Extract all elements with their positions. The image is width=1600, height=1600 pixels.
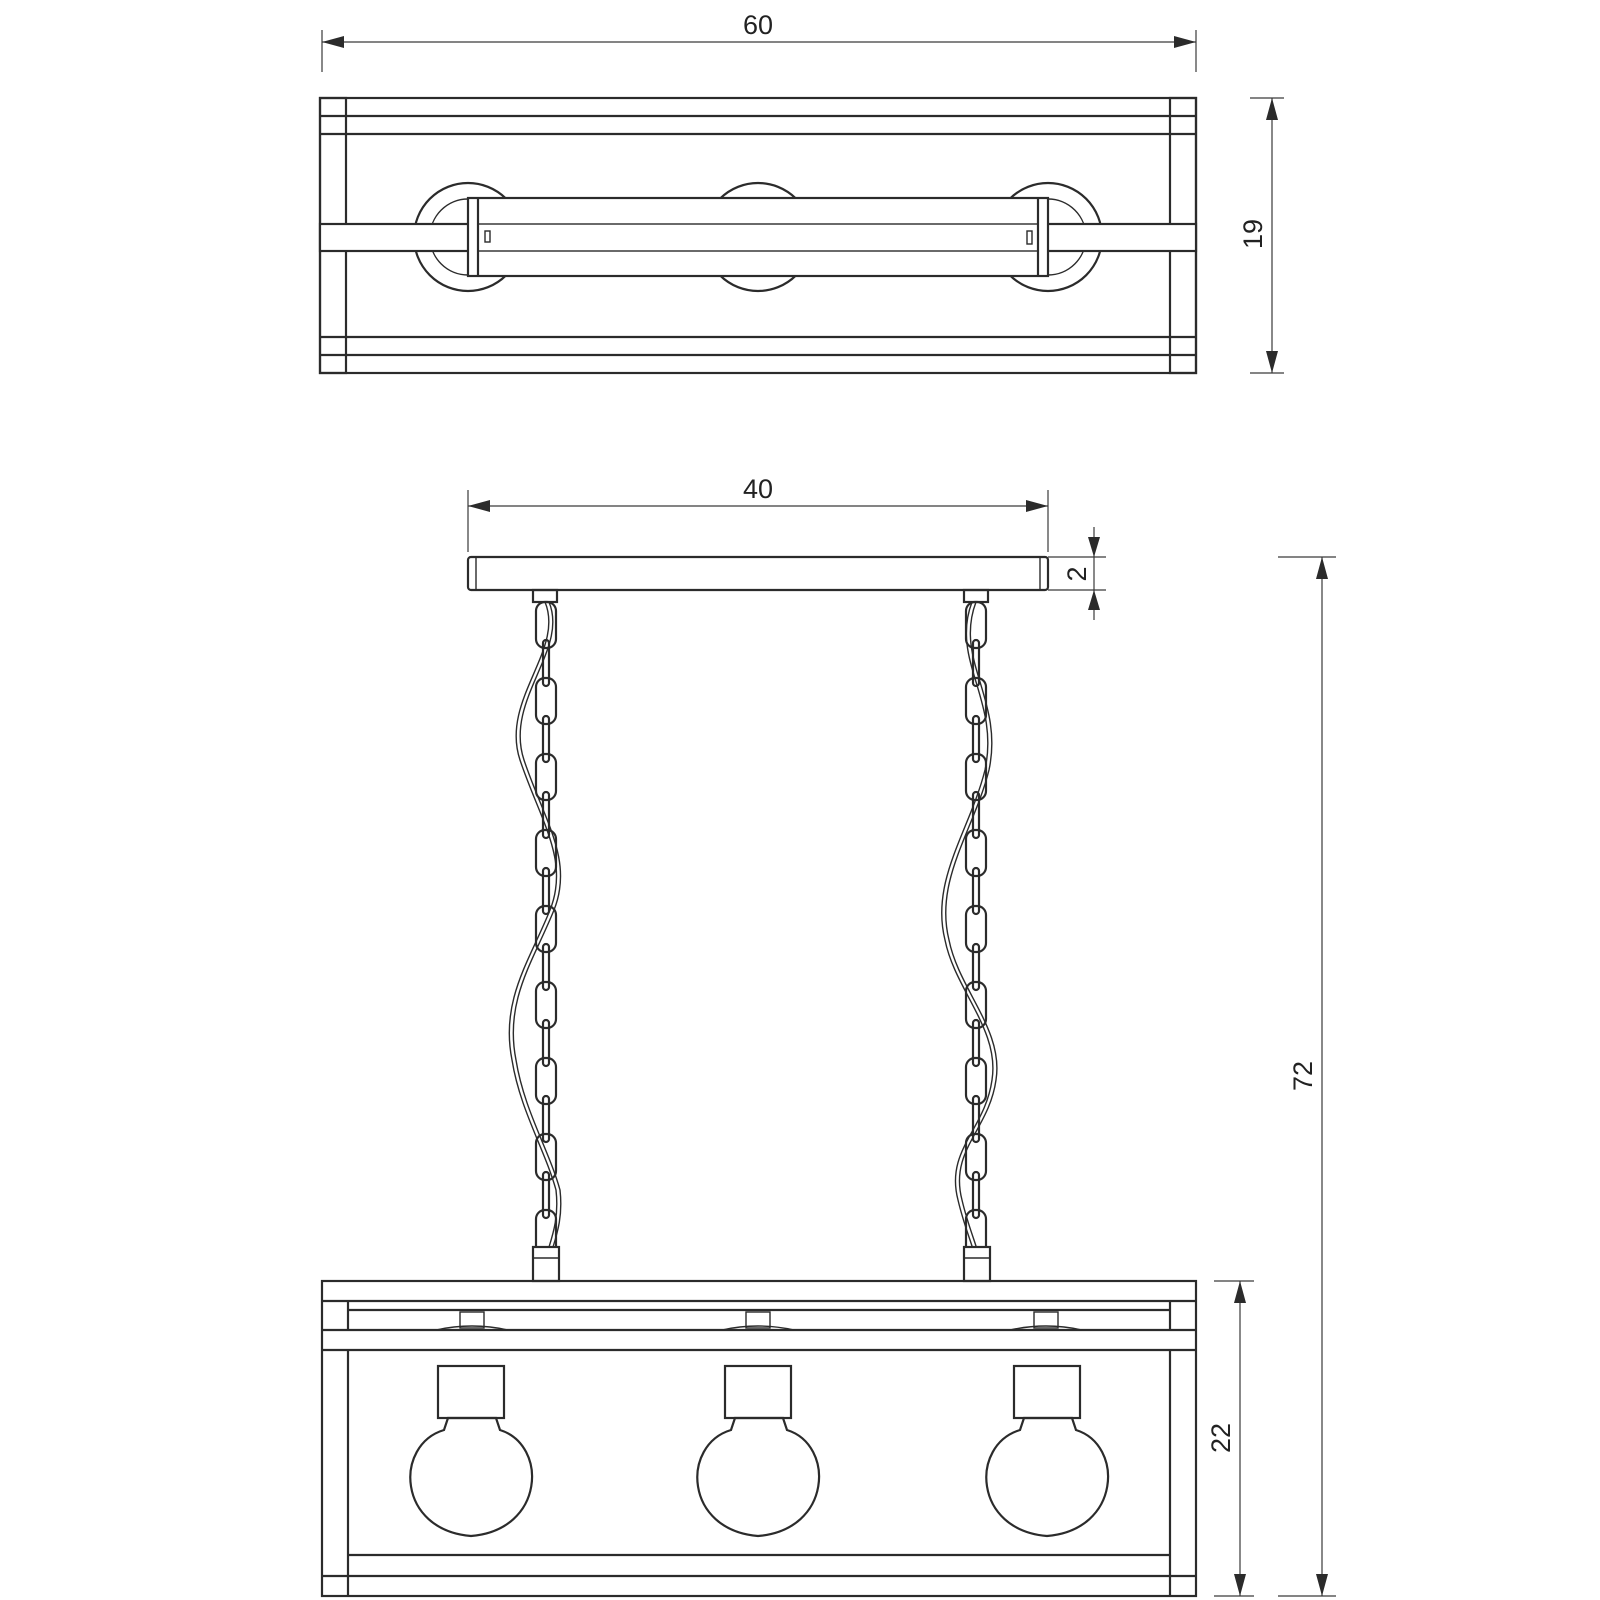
cable-right (941, 601, 994, 1263)
cable-left (508, 601, 558, 1263)
canopy-front (466, 555, 1050, 604)
chain-link (534, 600, 558, 650)
chain-link (964, 904, 988, 954)
bulb-assembly (985, 1311, 1109, 1538)
dimension-label-19: 19 (1238, 219, 1268, 249)
chain-link (971, 1018, 981, 1068)
chain-link (541, 790, 551, 840)
chain-link (964, 828, 988, 878)
chain-link (971, 866, 981, 916)
chain-link (541, 1170, 551, 1220)
cable-right-2 (945, 601, 998, 1263)
chain-link (541, 942, 551, 992)
top-view (318, 96, 1198, 375)
chain-link (971, 1170, 981, 1220)
bulb-assembly (696, 1311, 820, 1538)
chain-link (534, 904, 558, 954)
dimension-total-height: 72 (1278, 556, 1336, 1597)
lamp-frame-front (320, 1279, 1198, 1598)
chain-link (971, 714, 981, 764)
bulb (985, 1416, 1109, 1538)
chain-link (971, 638, 981, 688)
chain-link (971, 942, 981, 992)
chain-link (541, 1094, 551, 1144)
chain-link (541, 714, 551, 764)
dimension-label-72: 72 (1288, 1061, 1318, 1091)
chain-link (534, 828, 558, 878)
dimension-label-2: 2 (1062, 566, 1092, 581)
chain-right (964, 600, 988, 1258)
dimension-frame-height: 22 (1206, 1280, 1254, 1597)
chain-link (541, 866, 551, 916)
chain-link (534, 676, 558, 726)
socket (723, 1364, 793, 1420)
chain-link (534, 1132, 558, 1182)
dimension-label-22: 22 (1206, 1423, 1236, 1453)
chain-link (964, 1056, 988, 1106)
chain-link (534, 980, 558, 1030)
chain-link (534, 1056, 558, 1106)
dimension-label-60: 60 (743, 10, 773, 40)
chain-link (964, 1132, 988, 1182)
chain-left (534, 600, 558, 1258)
dimension-canopy-height: 2 (1048, 527, 1106, 620)
cable-left-2 (512, 601, 562, 1263)
socket (1012, 1364, 1082, 1420)
chain-link (964, 980, 988, 1030)
socket (436, 1364, 506, 1420)
bulb (409, 1416, 533, 1538)
bulb (696, 1416, 820, 1538)
chain-link (534, 752, 558, 802)
dimension-top-depth: 19 (1238, 97, 1284, 374)
dimension-top-width: 60 (321, 10, 1197, 72)
dimension-label-40: 40 (743, 474, 773, 504)
dimension-canopy-width: 40 (467, 474, 1049, 552)
chain-link (541, 1018, 551, 1068)
bulb-assembly (409, 1311, 533, 1538)
